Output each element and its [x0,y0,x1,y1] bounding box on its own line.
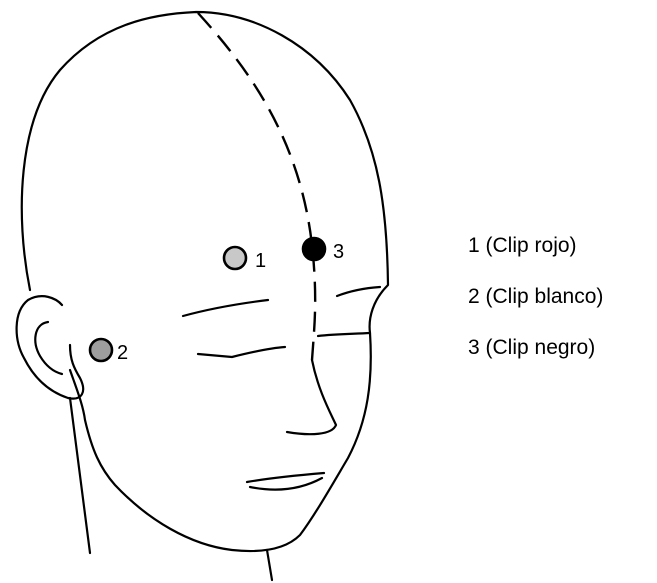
neck-back [70,398,90,553]
left-brow [183,300,268,316]
right-brow [337,287,380,296]
ear-inner [35,322,62,374]
right-eye [318,333,370,336]
electrode-3: 3 [303,238,344,263]
legend-item-clip-rojo: 1 (Clip rojo) [468,233,603,259]
legend-item-clip-blanco: 2 (Clip blanco) [468,284,603,310]
electrode-2-dot [90,339,112,361]
legend: 1 (Clip rojo) 2 (Clip blanco) 3 (Clip ne… [468,233,603,386]
head-outline [17,12,388,580]
electrode-3-label: 3 [333,241,344,263]
electrode-1-dot [224,247,246,269]
left-eye [198,347,285,357]
electrode-3-dot [303,238,325,260]
ear [17,296,84,398]
electrode-2-label: 2 [117,342,128,364]
nose [287,360,336,434]
neck-front [267,550,272,580]
electrode-1: 1 [224,247,266,272]
electrode-1-label: 1 [255,250,266,272]
legend-item-clip-negro: 3 (Clip negro) [468,335,603,361]
electrode-2: 2 [90,339,128,364]
head-contour [22,12,388,551]
mouth-upper [247,473,324,482]
